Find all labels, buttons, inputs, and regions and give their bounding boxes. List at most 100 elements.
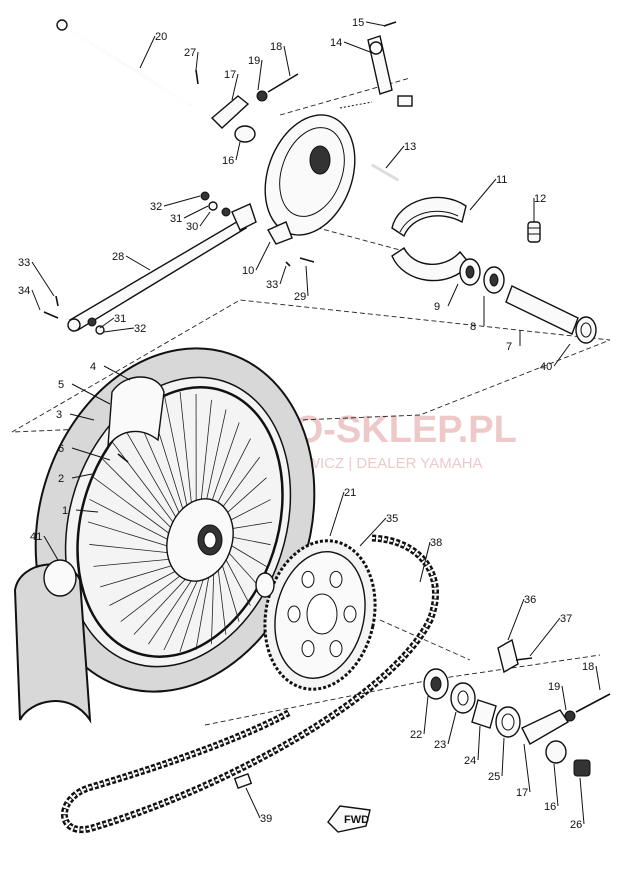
leader-line-c16a xyxy=(235,141,241,161)
spoke xyxy=(93,477,179,541)
leader-line-c22 xyxy=(423,695,429,735)
sprocket-hole xyxy=(287,605,301,623)
callout-label-c33a: 33 xyxy=(266,279,278,291)
leader-line-c41 xyxy=(43,535,59,561)
callout-label-c1: 1 xyxy=(62,505,68,517)
callout-labels: 1234567891011121314151616171718181919202… xyxy=(18,17,594,831)
callout-label-c38: 38 xyxy=(430,537,442,549)
callout-label-c40: 40 xyxy=(540,361,552,373)
leader-line-c17b xyxy=(523,743,531,793)
brake-plate-bolts xyxy=(285,257,315,267)
callout-label-c6: 6 xyxy=(58,443,64,455)
callout-label-c20: 20 xyxy=(155,31,167,43)
leader-line-c6 xyxy=(71,447,111,461)
hub-bearings xyxy=(459,258,597,344)
callout-label-c7: 7 xyxy=(506,341,512,353)
callout-label-c30: 30 xyxy=(186,221,198,233)
brake-shoes xyxy=(391,196,471,282)
leader-line-c13 xyxy=(385,145,405,169)
spoke xyxy=(199,399,212,513)
leader-line-c39 xyxy=(245,787,261,819)
spoke xyxy=(179,391,193,514)
spoke xyxy=(89,544,181,555)
leader-line-c33a xyxy=(279,265,287,285)
callout-label-c28: 28 xyxy=(112,251,124,263)
leader-line-c38 xyxy=(419,541,431,583)
callout-label-c23: 23 xyxy=(434,739,446,751)
callout-label-c9: 9 xyxy=(434,301,440,313)
leader-line-c10 xyxy=(255,241,271,271)
callout-label-c15: 15 xyxy=(352,17,364,29)
leader-line-c2 xyxy=(71,473,93,479)
callout-label-c19b: 19 xyxy=(548,681,560,693)
callout-label-c8: 8 xyxy=(470,321,476,333)
callout-label-c29: 29 xyxy=(294,291,306,303)
leader-line-c15 xyxy=(365,21,387,27)
leader-line-c31a xyxy=(183,205,209,219)
leader-line-c3 xyxy=(69,413,95,421)
fwd-arrow: FWD xyxy=(327,805,371,833)
callout-label-c35: 35 xyxy=(386,513,398,525)
callout-label-c22: 22 xyxy=(410,729,422,741)
brake-cam xyxy=(371,163,399,182)
leader-line-c37 xyxy=(529,617,561,657)
callout-label-c16a: 16 xyxy=(222,155,234,167)
callout-label-c32a: 32 xyxy=(150,201,162,213)
callout-label-c11: 11 xyxy=(496,174,507,186)
leader-line-c32a xyxy=(163,195,201,207)
brake-cam-lever xyxy=(339,21,413,109)
leader-line-c1 xyxy=(75,509,99,513)
leader-line-c20 xyxy=(139,35,156,69)
callout-label-c17b: 17 xyxy=(516,787,528,799)
callout-label-c14: 14 xyxy=(330,37,342,49)
spoke xyxy=(195,564,212,651)
leader-line-c14 xyxy=(343,41,371,53)
leader-line-c32b xyxy=(103,327,135,333)
spoke xyxy=(207,422,240,514)
brake-guide-line xyxy=(269,214,401,251)
leader-line-c24 xyxy=(477,725,481,761)
callout-label-c3: 3 xyxy=(56,409,62,421)
chain-adjuster-lower xyxy=(497,638,611,777)
callout-label-c27: 27 xyxy=(184,47,196,59)
sprocket-hole xyxy=(343,605,357,623)
callout-label-c32b: 32 xyxy=(134,323,146,335)
leader-line-c17a xyxy=(231,73,239,101)
leader-line-c25 xyxy=(501,737,505,777)
callout-label-c19a: 19 xyxy=(248,55,260,67)
callout-label-c2: 2 xyxy=(58,473,64,485)
spoke xyxy=(100,456,179,536)
axle xyxy=(56,19,191,106)
leader-line-c18a xyxy=(283,45,291,77)
spoke xyxy=(163,393,190,516)
leader-line-c21 xyxy=(329,491,345,537)
callout-label-c4: 4 xyxy=(90,361,96,373)
drive-chain xyxy=(60,534,439,834)
spoke xyxy=(210,561,215,645)
callout-label-c21: 21 xyxy=(344,487,356,499)
leader-line-c31b xyxy=(99,317,115,329)
leader-line-c40 xyxy=(553,343,571,367)
callout-label-c26: 26 xyxy=(570,819,582,831)
callout-label-c31a: 31 xyxy=(170,213,182,225)
leader-line-c26 xyxy=(579,777,585,825)
callout-label-c41: 41 xyxy=(30,531,42,543)
sprocket-guide-line xyxy=(204,654,601,726)
rear-sprocket xyxy=(255,539,377,691)
sprocket-hole xyxy=(301,570,315,588)
callout-label-c25: 25 xyxy=(488,771,500,783)
callout-label-c39: 39 xyxy=(260,813,272,825)
leader-line-c29 xyxy=(305,265,309,297)
callout-label-c16b: 16 xyxy=(544,801,556,813)
spoke xyxy=(109,438,180,531)
spoke xyxy=(89,498,179,546)
callout-label-c10: 10 xyxy=(242,265,254,277)
fwd-arrow-label: FWD xyxy=(344,814,369,826)
leader-line-c11 xyxy=(469,178,497,211)
callout-label-c17a: 17 xyxy=(224,69,236,81)
leader-line-c19b xyxy=(561,685,567,711)
leader-line-c5 xyxy=(71,383,111,405)
torque-arm xyxy=(43,191,257,335)
sprocket-hole xyxy=(329,640,343,658)
